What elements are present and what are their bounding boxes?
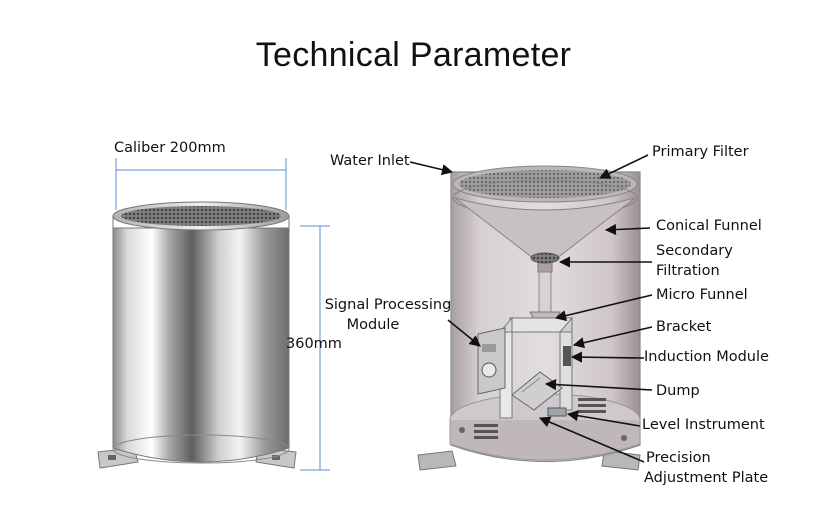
label-micro-funnel: Micro Funnel <box>656 287 748 303</box>
label-signal-processing-1: Signal Processing <box>324 297 452 313</box>
label-water-inlet: Water Inlet <box>330 153 410 169</box>
label-induction-module: Induction Module <box>644 349 769 365</box>
label-dump: Dump <box>656 383 700 399</box>
label-conical-funnel: Conical Funnel <box>656 218 762 234</box>
label-precision-2: Adjustment Plate <box>644 470 769 486</box>
label-secondary-2: Filtration <box>656 263 720 279</box>
height-label: 360mm <box>286 336 342 352</box>
page-title: Technical Parameter <box>255 36 572 74</box>
leader-arrows <box>409 154 653 463</box>
label-precision-1: Precision <box>646 450 711 466</box>
cutaway-gauge-illustration <box>417 165 641 471</box>
label-bracket: Bracket <box>656 319 712 335</box>
label-signal-processing-2: Module <box>346 317 400 333</box>
label-primary-filter: Primary Filter <box>652 144 749 160</box>
height-dimension <box>300 225 330 471</box>
caliber-dimension <box>115 158 287 210</box>
label-secondary-1: Secondary <box>656 243 733 259</box>
caliber-label: Caliber 200mm <box>114 140 226 156</box>
stainless-gauge-illustration <box>97 201 297 469</box>
label-level-instrument: Level Instrument <box>642 417 765 433</box>
